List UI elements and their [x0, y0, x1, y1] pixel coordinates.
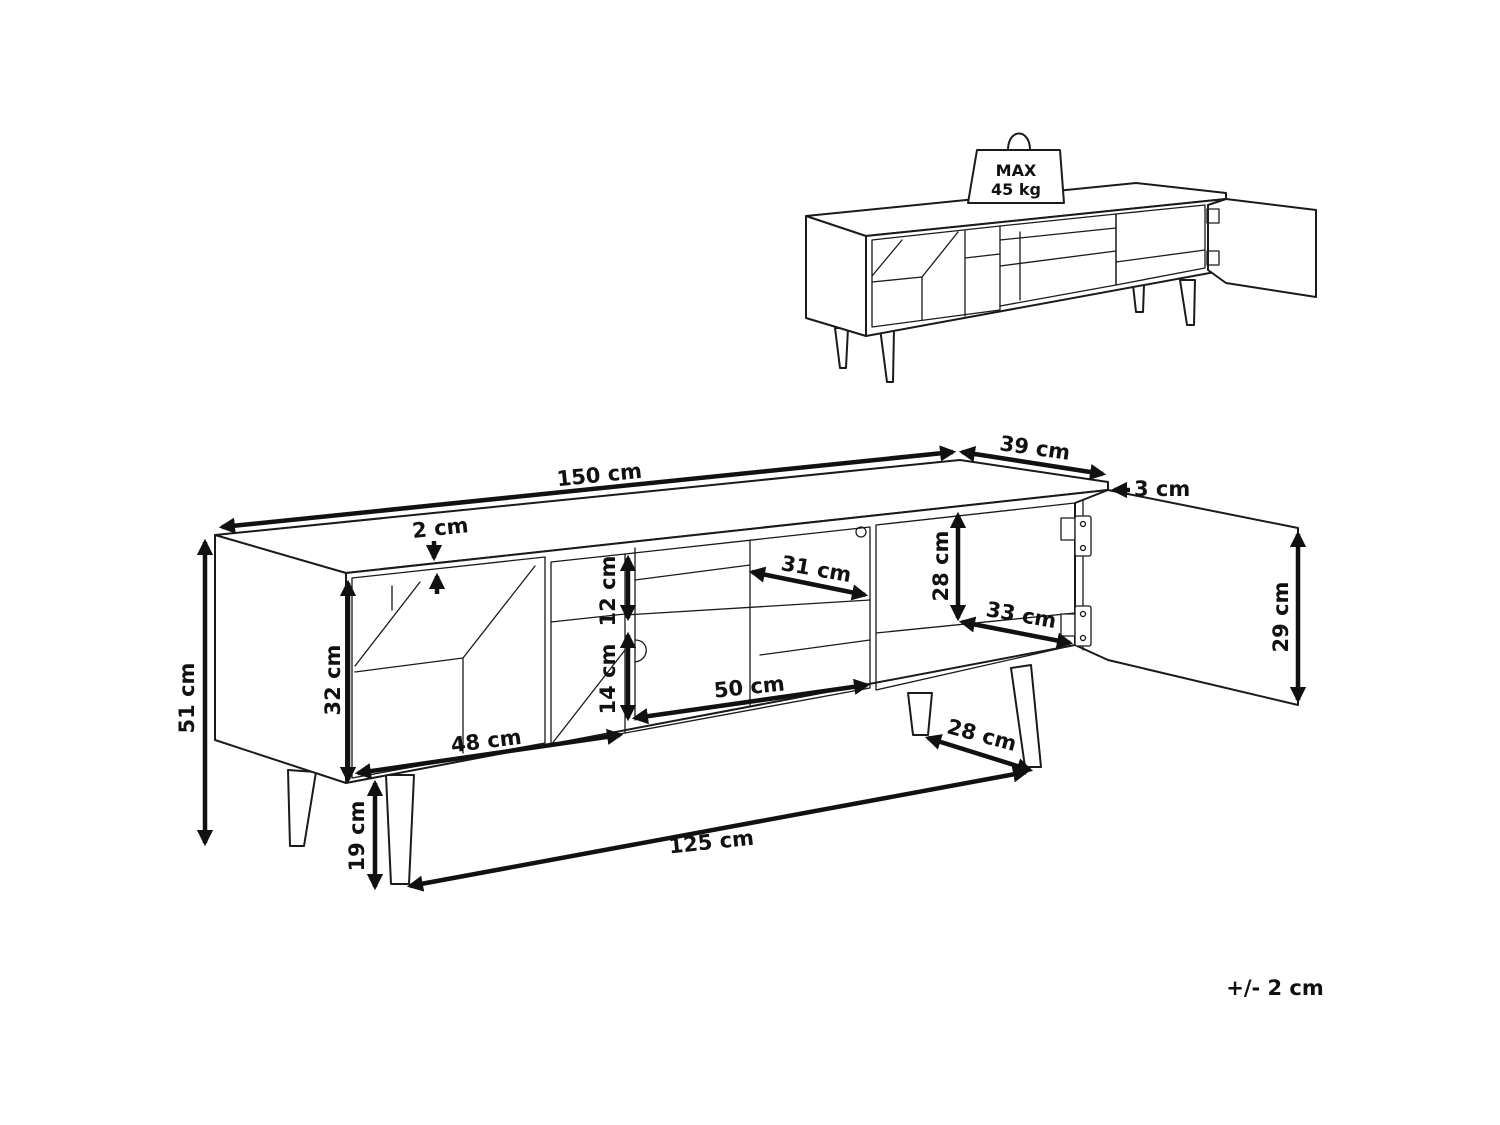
dim-line-leg-spacing: [406, 766, 1030, 892]
dim-line-depth: [958, 445, 1107, 481]
label-body-height: 32 cm: [321, 645, 345, 716]
label-door-height: 29 cm: [1269, 582, 1293, 653]
dim-line-left-compartment: [354, 728, 624, 780]
label-total-height: 51 cm: [175, 663, 199, 734]
dim-line-middle-compartment: [631, 678, 871, 725]
label-top-thickness: 2 cm: [411, 513, 469, 543]
label-right-height: 28 cm: [929, 531, 953, 602]
leg-front-right: [1010, 664, 1042, 768]
weight-badge-line1: MAX: [996, 161, 1037, 180]
dimensioned-drawing: 150 cm 39 cm 3 cm 2 cm 51 cm 32 cm 48 cm…: [175, 431, 1307, 892]
dim-line-leg-depth: [924, 734, 1034, 774]
label-lower-shelf: 14 cm: [596, 644, 620, 715]
overview-illustration: MAX 45 kg: [805, 132, 1317, 383]
leg-front-left: [385, 774, 415, 885]
label-leg-spacing: 125 cm: [668, 826, 756, 859]
right-door-open: [1074, 489, 1299, 706]
dim-line-width: [218, 445, 957, 534]
weight-badge-line2: 45 kg: [991, 180, 1041, 199]
label-upper-shelf: 12 cm: [596, 556, 620, 627]
tolerance-note: +/- 2 cm: [1226, 976, 1324, 1000]
hinge-top: [1060, 515, 1092, 557]
dim-line-right-width: [958, 616, 1074, 649]
leg-back-left: [287, 769, 317, 847]
label-leg-height: 19 cm: [345, 801, 369, 872]
dim-line-shelf-depth: [748, 566, 869, 601]
label-door-thickness: 3 cm: [1134, 477, 1190, 501]
label-leg-depth: 28 cm: [944, 714, 1019, 756]
leg-back-right: [907, 692, 933, 736]
